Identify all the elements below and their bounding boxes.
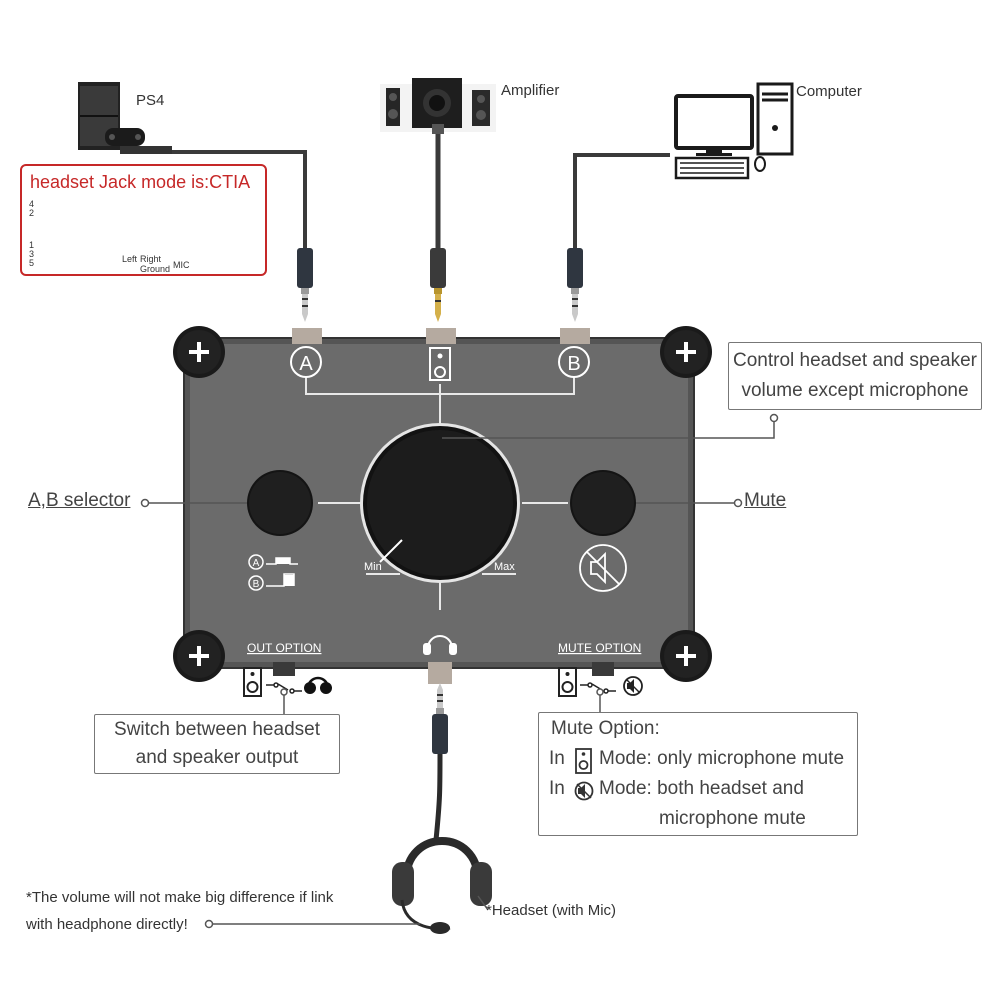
selector-position-a: A bbox=[248, 554, 298, 570]
ab-selector-callout: A,B selector bbox=[28, 490, 131, 511]
out-headphone-icon bbox=[304, 676, 332, 694]
screw-bottom-left bbox=[173, 630, 225, 682]
mute-callout: Mute bbox=[744, 490, 787, 511]
out-option-label: OUT OPTION bbox=[247, 641, 321, 655]
switch-callout-box: Switch between headset and speaker outpu… bbox=[94, 714, 340, 774]
ps4-label: PS4 bbox=[136, 92, 165, 109]
computer-cable bbox=[573, 153, 670, 250]
switch-callout-line2: and speaker output bbox=[135, 747, 299, 768]
mute-opt-switch-symbol bbox=[580, 682, 616, 694]
mute-opt-speaker-icon bbox=[558, 667, 577, 697]
port-b-label: B bbox=[567, 353, 580, 375]
mute-option-mode2: Mode: both headset and bbox=[599, 778, 804, 799]
mute-opt-mute-icon bbox=[623, 676, 643, 696]
selector-a-label: A bbox=[253, 558, 260, 569]
selector-position-b: B bbox=[248, 573, 295, 591]
screw-bottom-right bbox=[660, 630, 712, 682]
mute-button[interactable] bbox=[570, 470, 636, 536]
mute-option-mode2b: microphone mute bbox=[659, 808, 806, 829]
headset-label: *Headset (with Mic) bbox=[486, 902, 617, 919]
plug-b bbox=[567, 248, 583, 322]
port-a-icon: A bbox=[290, 346, 322, 378]
port-b-icon: B bbox=[558, 346, 590, 378]
computer-icon bbox=[674, 82, 794, 180]
out-switch-symbol bbox=[266, 682, 302, 694]
plug-a bbox=[297, 248, 313, 322]
headset-plug bbox=[432, 683, 448, 754]
plug-amplifier bbox=[430, 248, 446, 322]
amplifier-icon bbox=[380, 78, 496, 134]
port-a-label: A bbox=[299, 353, 313, 375]
ctia-info-box: headset Jack mode is:CTIA bbox=[20, 164, 267, 276]
mute-option-label: MUTE OPTION bbox=[558, 641, 641, 655]
volume-callout-line1: Control headset and speaker bbox=[733, 350, 977, 371]
mute-option-in-2: In bbox=[549, 778, 565, 799]
amplifier-label: Amplifier bbox=[501, 82, 560, 99]
computer-label: Computer bbox=[796, 83, 862, 100]
headset-port-icon bbox=[423, 635, 457, 655]
headset-cable bbox=[433, 753, 443, 841]
panel-print-lines bbox=[305, 376, 575, 610]
headset-icon bbox=[392, 837, 492, 934]
mute-option-speaker-icon bbox=[575, 748, 592, 774]
volume-knob[interactable] bbox=[360, 423, 520, 583]
footnote-line2: with headphone directly! bbox=[26, 916, 188, 933]
ps4-icon bbox=[78, 82, 172, 154]
knob-max-label: Max bbox=[494, 561, 515, 573]
mute-option-in-1: In bbox=[549, 748, 565, 769]
volume-callout-box: Control headset and speaker volume excep… bbox=[728, 342, 982, 410]
selector-b-label: B bbox=[253, 579, 260, 590]
switch-callout-line1: Switch between headset bbox=[114, 719, 320, 740]
footnote-line1: *The volume will not make big difference… bbox=[26, 889, 334, 906]
ab-selector-knob[interactable] bbox=[247, 470, 313, 536]
screw-top-right bbox=[660, 326, 712, 378]
mute-option-title: Mute Option: bbox=[551, 718, 660, 739]
screw-top-left bbox=[173, 326, 225, 378]
mute-option-callout-box: Mute Option: In Mode: only microphone mu… bbox=[538, 712, 858, 836]
volume-callout-line2: volume except microphone bbox=[741, 380, 969, 401]
mute-option-mute-icon bbox=[574, 781, 594, 801]
ctia-title: headset Jack mode is:CTIA bbox=[30, 172, 251, 192]
knob-min-label: Min bbox=[364, 561, 382, 573]
out-speaker-icon bbox=[243, 667, 262, 697]
mute-speaker-icon bbox=[579, 544, 627, 592]
callout-lines bbox=[140, 413, 779, 929]
speaker-port-icon bbox=[429, 347, 451, 381]
mute-option-mode1: Mode: only microphone mute bbox=[599, 748, 845, 769]
ps4-cable bbox=[172, 150, 307, 250]
